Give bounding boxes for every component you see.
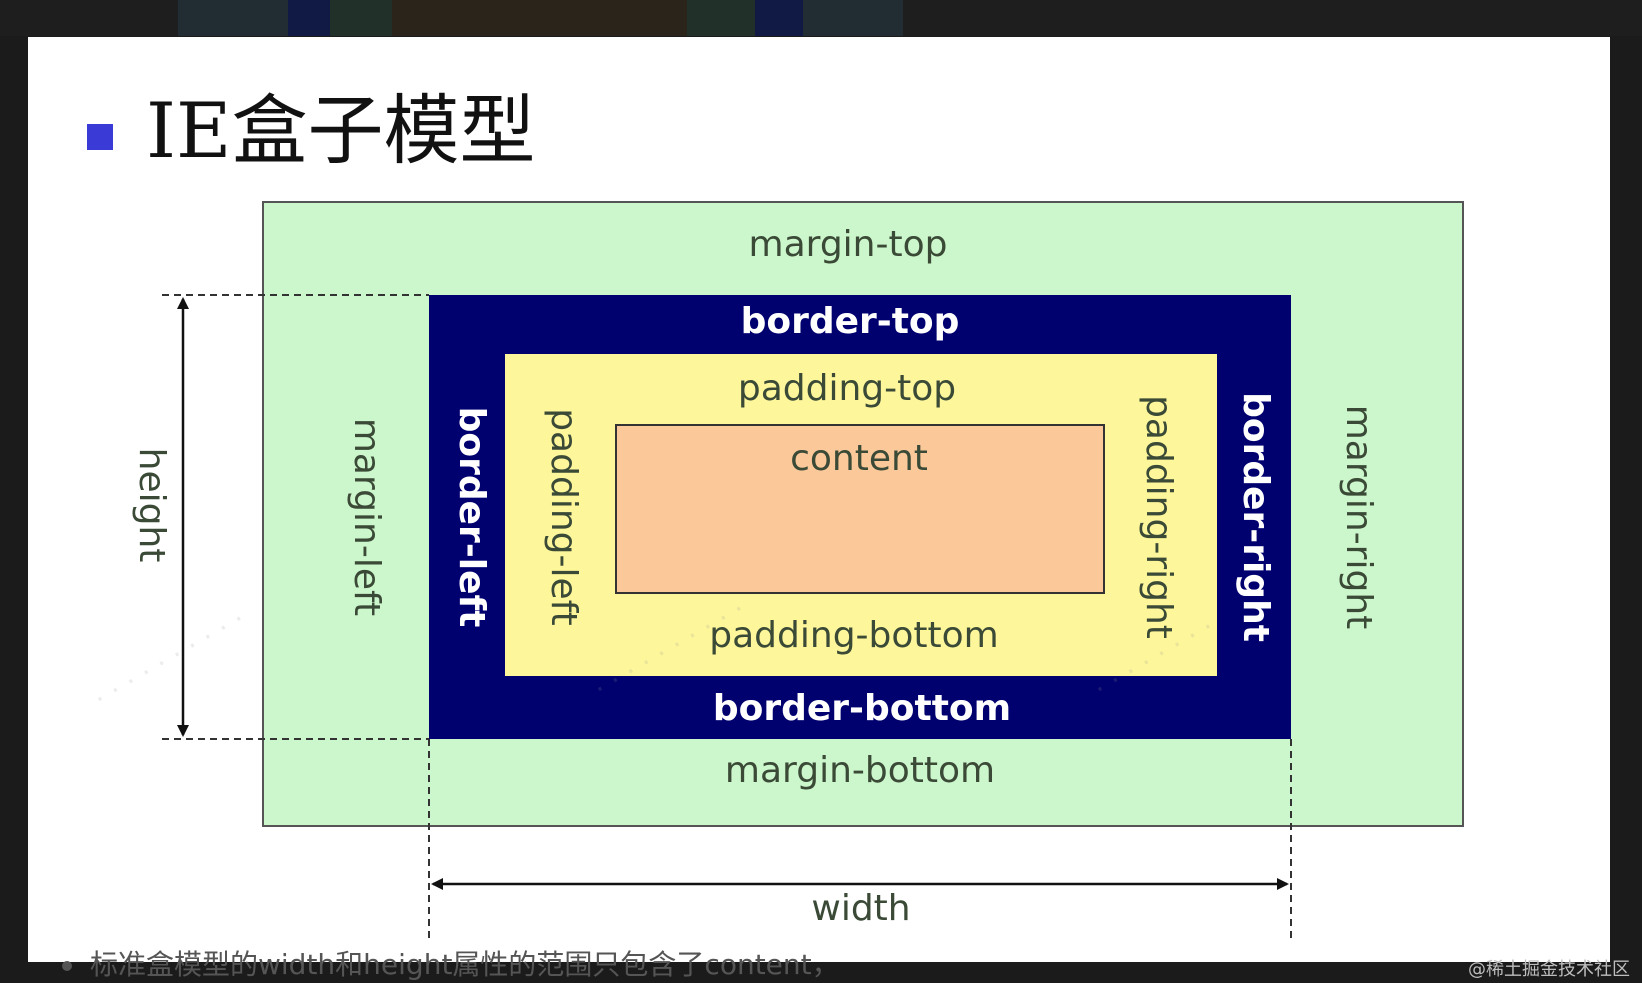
border-bottom-label: border-bottom	[712, 688, 1012, 729]
credit-watermark: @稀土掘金技术社区	[1468, 959, 1630, 980]
padding-right-label: padding-right	[1138, 395, 1179, 639]
border-left-label: border-left	[451, 406, 492, 628]
border-right-label: border-right	[1235, 392, 1276, 642]
margin-left-label: margin-left	[346, 417, 387, 617]
padding-bottom-label: padding-bottom	[709, 615, 999, 656]
margin-bottom-label: margin-bottom	[724, 750, 996, 791]
footer-bullet	[62, 961, 72, 971]
toolbar-segment	[330, 0, 392, 36]
content-label: content	[790, 438, 928, 479]
toolbar-segment	[178, 0, 288, 36]
dimension-lines	[162, 294, 1292, 942]
toolbar-segment	[687, 0, 755, 36]
slide-title: IE盒子模型	[146, 86, 536, 175]
title-bullet	[87, 124, 113, 150]
footer-text: 标准盒模型的width和height属性的范围只包含了content，	[90, 948, 840, 981]
padding-left-label: padding-left	[543, 408, 584, 626]
height-label: height	[131, 447, 172, 563]
toolbar-segment	[288, 0, 330, 36]
margin-top-label: margin-top	[748, 224, 948, 265]
toolbar-segment	[392, 0, 687, 36]
slide: IE盒子模型 margin-top margin-bottom margin-l…	[28, 37, 1610, 962]
border-top-label: border-top	[740, 301, 960, 342]
content-area	[615, 424, 1105, 594]
width-label: width	[811, 888, 911, 929]
top-toolbar	[0, 0, 1642, 36]
toolbar-segment	[803, 0, 903, 36]
toolbar-segment	[755, 0, 803, 36]
margin-right-label: margin-right	[1338, 404, 1379, 630]
padding-top-label: padding-top	[737, 368, 957, 409]
